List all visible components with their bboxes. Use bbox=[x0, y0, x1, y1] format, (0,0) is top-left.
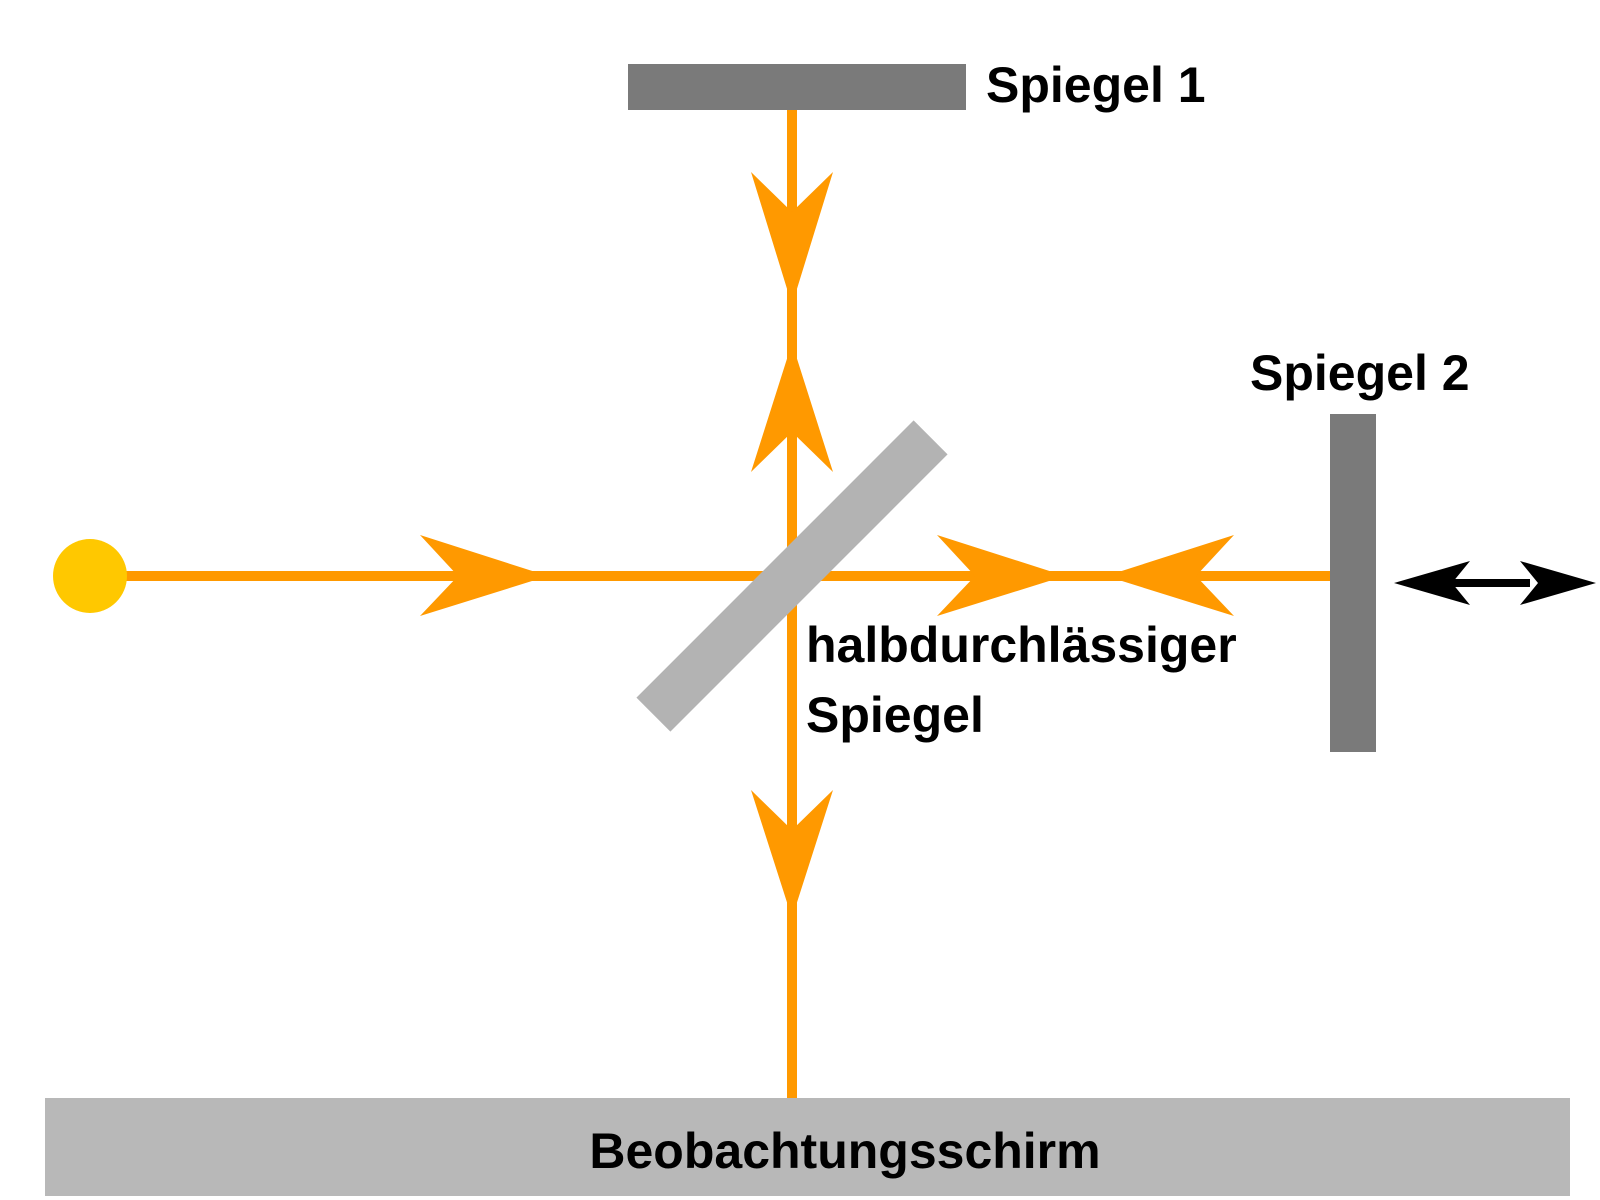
observation-screen-label: Beobachtungsschirm bbox=[589, 1123, 1100, 1179]
beam-splitter-label-line2: Spiegel bbox=[806, 687, 984, 743]
beam-splitter-label-line1: halbdurchlässiger bbox=[806, 617, 1237, 673]
light-source bbox=[53, 539, 127, 613]
mirror-2-label: Spiegel 2 bbox=[1250, 345, 1470, 401]
arrowhead-down-from-mirror-1 bbox=[751, 172, 833, 305]
beam-splitter bbox=[636, 420, 948, 732]
arrowhead-up-to-mirror-1 bbox=[751, 343, 833, 472]
arrowhead-right-to-mirror-2 bbox=[937, 535, 1065, 616]
arrowhead-down-to-screen bbox=[751, 790, 833, 918]
arrowhead-right-source bbox=[420, 535, 548, 616]
observation-screen bbox=[45, 1098, 1570, 1196]
mirror-2 bbox=[1330, 414, 1376, 752]
arrowhead-left-from-mirror-2 bbox=[1106, 535, 1234, 616]
light-beams bbox=[90, 108, 1330, 1098]
beam-arrowheads bbox=[420, 172, 1234, 918]
mirror-1 bbox=[628, 64, 966, 110]
double-arrow-icon bbox=[1394, 561, 1596, 605]
mirror-1-label: Spiegel 1 bbox=[986, 57, 1206, 113]
